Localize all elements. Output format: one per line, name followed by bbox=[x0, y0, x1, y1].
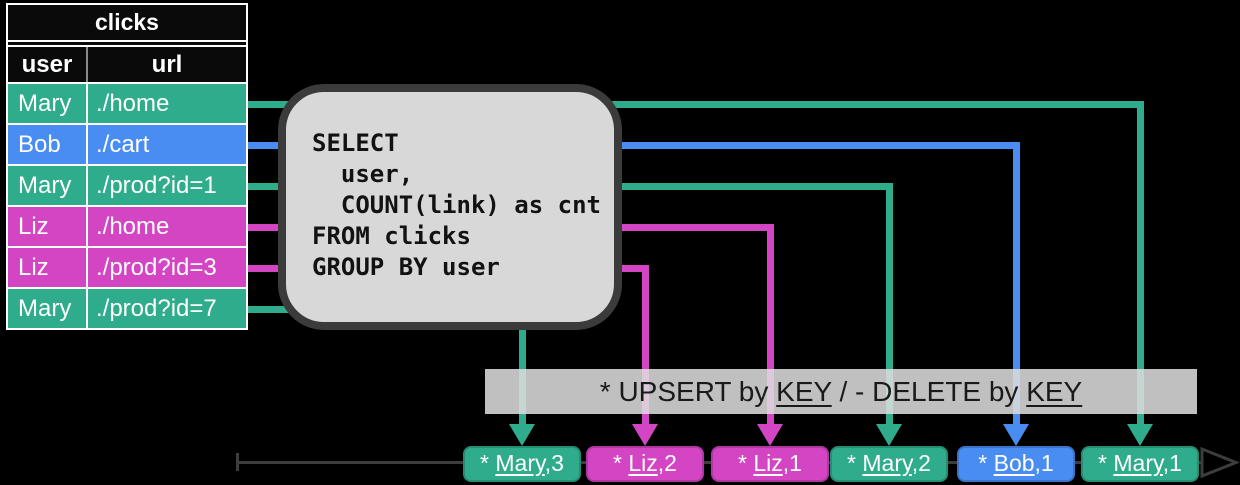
upsert-bar-text: * UPSERT by bbox=[599, 376, 777, 407]
connector-line bbox=[519, 306, 526, 426]
stream-record: * Mary,3 bbox=[463, 446, 581, 482]
table-row: Mary ./home bbox=[8, 84, 246, 125]
record-count: ,2 bbox=[911, 450, 931, 476]
url-cell: ./prod?id=1 bbox=[96, 172, 217, 199]
connector-line bbox=[767, 224, 774, 426]
upsert-bar-text: KEY bbox=[776, 376, 832, 407]
stream-record: * Bob,1 bbox=[957, 446, 1075, 482]
record-key: Mary bbox=[862, 450, 912, 476]
record-op: * bbox=[978, 450, 994, 476]
record-key: Liz bbox=[753, 450, 783, 476]
table-row: Mary ./prod?id=1 bbox=[8, 166, 246, 207]
record-op: * bbox=[847, 450, 863, 476]
user-cell: Mary bbox=[8, 84, 88, 123]
sql-query-box: SELECT user, COUNT(link) as cnt FROM cli… bbox=[278, 84, 622, 330]
record-count: ,1 bbox=[782, 450, 802, 476]
url-cell: ./home bbox=[96, 213, 170, 240]
url-cell: ./prod?id=3 bbox=[96, 254, 217, 281]
table-title: clicks bbox=[8, 5, 246, 40]
url-cell: ./cart bbox=[96, 131, 150, 158]
record-count: ,3 bbox=[544, 450, 564, 476]
stream-record: * Mary,2 bbox=[830, 446, 948, 482]
stream-record: * Mary,1 bbox=[1081, 446, 1199, 482]
connector-line bbox=[642, 265, 649, 426]
record-op: * bbox=[613, 450, 629, 476]
connector-arrow-icon bbox=[876, 424, 902, 446]
upsert-bar-text: KEY bbox=[1026, 376, 1083, 407]
connector-line bbox=[1137, 101, 1144, 426]
connector-arrow-icon bbox=[1127, 424, 1153, 446]
upsert-delete-bar: * UPSERT by KEY / - DELETE by KEY bbox=[485, 369, 1197, 414]
connector-line bbox=[248, 101, 1144, 108]
record-key: Bob bbox=[993, 450, 1035, 476]
user-cell: Mary bbox=[8, 166, 88, 205]
table-row: Bob ./cart bbox=[8, 125, 246, 166]
user-cell: Liz bbox=[8, 207, 88, 246]
user-cell: Mary bbox=[8, 289, 88, 328]
table-row: Liz ./prod?id=3 bbox=[8, 248, 246, 289]
record-count: ,1 bbox=[1162, 450, 1182, 476]
url-cell: ./prod?id=7 bbox=[96, 295, 217, 322]
connector-arrow-icon bbox=[757, 424, 783, 446]
column-header-url: url bbox=[151, 51, 183, 78]
stream-record: * Liz,1 bbox=[711, 446, 829, 482]
connector-line bbox=[248, 142, 1020, 149]
user-cell: Bob bbox=[8, 125, 88, 164]
column-header-user: user bbox=[8, 47, 88, 82]
record-op: * bbox=[480, 450, 496, 476]
record-count: ,1 bbox=[1034, 450, 1054, 476]
record-op: * bbox=[738, 450, 754, 476]
connector-arrow-icon bbox=[1003, 424, 1029, 446]
record-op: * bbox=[1098, 450, 1114, 476]
timeline-start-tick bbox=[236, 453, 239, 471]
table-row: Liz ./home bbox=[8, 207, 246, 248]
table-row: Mary ./prod?id=7 bbox=[8, 289, 246, 328]
timeline-arrow-icon bbox=[1200, 447, 1240, 479]
record-key: Liz bbox=[628, 450, 658, 476]
connector-arrow-icon bbox=[632, 424, 658, 446]
record-key: Mary bbox=[1113, 450, 1163, 476]
connector-line bbox=[886, 183, 893, 426]
record-key: Mary bbox=[495, 450, 545, 476]
stream-record: * Liz,2 bbox=[586, 446, 704, 482]
upsert-bar-text: / - DELETE by bbox=[831, 376, 1027, 407]
table-header-row: user url bbox=[8, 47, 246, 84]
url-cell: ./home bbox=[96, 90, 170, 117]
user-cell: Liz bbox=[8, 248, 88, 287]
connector-arrow-icon bbox=[509, 424, 535, 446]
connector-line bbox=[1013, 142, 1020, 426]
record-count: ,2 bbox=[657, 450, 677, 476]
table-title-separator bbox=[8, 40, 246, 47]
sql-query-text: SELECT user, COUNT(link) as cnt FROM cli… bbox=[312, 129, 601, 281]
